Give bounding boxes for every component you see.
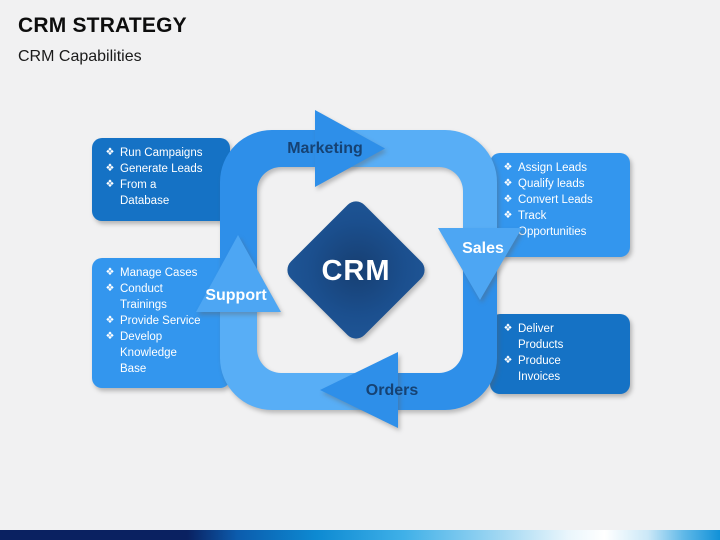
- capability-item: ❖ Provide Service: [100, 313, 224, 329]
- diamond-bullet-icon: ❖: [503, 162, 513, 173]
- diamond-bullet-icon: ❖: [503, 194, 513, 205]
- capability-text: Conduct Trainings: [120, 283, 167, 311]
- capability-item: ❖ Generate Leads: [100, 161, 224, 177]
- capability-item: ❖ Run Campaigns: [100, 145, 224, 161]
- capability-item: ❖ Assign Leads: [498, 160, 624, 176]
- marketing-arrow-label: Marketing: [287, 140, 363, 157]
- diamond-bullet-icon: ❖: [105, 163, 115, 174]
- capability-item: ❖ Track Opportunities: [498, 208, 624, 240]
- sales-capabilities-box: ❖ Assign Leads ❖ Qualify leads ❖ Convert…: [490, 153, 630, 257]
- capability-text: Manage Cases: [120, 267, 198, 279]
- diamond-bullet-icon: ❖: [105, 331, 115, 342]
- diamond-bullet-icon: ❖: [105, 179, 115, 190]
- support-capabilities-box: ❖ Manage Cases ❖ Conduct Trainings ❖ Pro…: [92, 258, 230, 388]
- ring-segment-top-right: [340, 130, 497, 260]
- marketing-arrow-head: [315, 110, 385, 187]
- orders-capabilities-box: ❖ Deliver Products ❖ Produce Invoices: [490, 314, 630, 394]
- diamond-bullet-icon: ❖: [105, 315, 115, 326]
- crm-diamond-shape: [287, 201, 425, 339]
- diamond-bullet-icon: ❖: [105, 267, 115, 278]
- capability-text: Generate Leads: [120, 163, 203, 175]
- crm-center-label: CRM: [321, 255, 390, 287]
- capability-item: ❖ Conduct Trainings: [100, 281, 224, 313]
- ring-segment-top-left: [220, 130, 340, 272]
- orders-capabilities-list: ❖ Deliver Products ❖ Produce Invoices: [498, 321, 624, 385]
- capability-item: ❖ Qualify leads: [498, 176, 624, 192]
- diamond-bullet-icon: ❖: [503, 355, 513, 366]
- slide-subtitle: CRM Capabilities: [18, 48, 142, 65]
- capability-text: Deliver Products: [518, 323, 564, 351]
- support-arrow-label: Support: [205, 287, 267, 304]
- diamond-bullet-icon: ❖: [503, 178, 513, 189]
- slide-title: CRM STRATEGY: [18, 14, 187, 37]
- sales-arrow-head: [438, 228, 522, 300]
- capability-item: ❖ Deliver Products: [498, 321, 624, 353]
- cycle-ring: [220, 130, 497, 410]
- capability-item: ❖ Develop Knowledge Base: [100, 329, 224, 377]
- capability-text: Develop Knowledge Base: [120, 331, 177, 375]
- capability-item: ❖ Produce Invoices: [498, 353, 624, 385]
- marketing-capabilities-list: ❖ Run Campaigns ❖ Generate Leads ❖ From …: [100, 145, 224, 209]
- capability-text: Produce Invoices: [518, 355, 561, 383]
- diamond-bullet-icon: ❖: [105, 283, 115, 294]
- capability-item: ❖ Convert Leads: [498, 192, 624, 208]
- support-capabilities-list: ❖ Manage Cases ❖ Conduct Trainings ❖ Pro…: [100, 265, 224, 377]
- capability-text: From a Database: [120, 179, 170, 207]
- sales-capabilities-list: ❖ Assign Leads ❖ Qualify leads ❖ Convert…: [498, 160, 624, 240]
- diamond-bullet-icon: ❖: [503, 210, 513, 221]
- orders-arrow-label: Orders: [366, 382, 419, 399]
- sales-arrow-label: Sales: [462, 240, 504, 257]
- capability-text: Run Campaigns: [120, 147, 203, 159]
- ring-segment-bottom-left: [220, 272, 370, 410]
- orders-arrow-head: [320, 352, 398, 428]
- support-arrow-head: [196, 235, 281, 312]
- diamond-bullet-icon: ❖: [105, 147, 115, 158]
- capability-item: ❖ From a Database: [100, 177, 224, 209]
- diamond-bullet-icon: ❖: [503, 323, 513, 334]
- marketing-capabilities-box: ❖ Run Campaigns ❖ Generate Leads ❖ From …: [92, 138, 230, 221]
- capability-text: Track Opportunities: [518, 210, 587, 238]
- crm-diamond: [287, 201, 425, 339]
- capability-text: Qualify leads: [518, 178, 585, 190]
- footer-accent-bar: [0, 530, 720, 540]
- ring-segment-bottom-right: [370, 260, 497, 410]
- capability-text: Assign Leads: [518, 162, 588, 174]
- capability-text: Provide Service: [120, 315, 201, 327]
- cycle-arrowheads: [196, 110, 522, 428]
- capability-item: ❖ Manage Cases: [100, 265, 224, 281]
- capability-text: Convert Leads: [518, 194, 593, 206]
